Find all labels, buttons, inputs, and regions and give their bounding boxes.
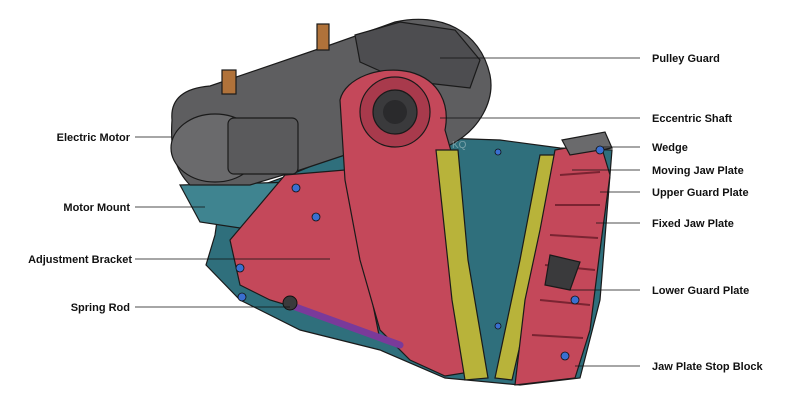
adjustment-bracket-body xyxy=(229,169,381,342)
label-moving-jaw-plate: Moving Jaw Plate xyxy=(652,165,744,177)
leader-lines xyxy=(135,57,640,367)
label-upper-guard-plate: Upper Guard Plate xyxy=(652,187,749,199)
label-electric-motor: Electric Motor xyxy=(57,132,131,144)
bolts xyxy=(235,145,605,361)
label-pulley-guard: Pulley Guard xyxy=(652,53,720,65)
label-fixed-jaw-plate: Fixed Jaw Plate xyxy=(652,218,734,230)
crusher-illustration: KQ xyxy=(170,18,613,386)
label-eccentric-shaft: Eccentric Shaft xyxy=(652,113,732,125)
label-jaw-plate-stop-block: Jaw Plate Stop Block xyxy=(652,361,764,373)
moving-jaw-plate xyxy=(435,149,489,381)
label-motor-mount: Motor Mount xyxy=(63,202,130,214)
moving-jaw xyxy=(339,69,471,377)
label-adjustment-bracket: Adjustment Bracket xyxy=(28,254,132,266)
lifting-lug xyxy=(221,69,237,95)
spring-rod xyxy=(286,301,404,349)
motor-body xyxy=(227,117,299,175)
lifting-lug xyxy=(316,23,330,51)
labels: Pulley Guard Eccentric Shaft Electric Mo… xyxy=(28,53,763,373)
watermark: KQ xyxy=(452,140,467,151)
label-wedge: Wedge xyxy=(652,142,688,154)
spring-rod-pivot xyxy=(282,295,298,311)
label-spring-rod: Spring Rod xyxy=(71,302,130,314)
label-lower-guard-plate: Lower Guard Plate xyxy=(652,285,749,297)
eccentric-shaft-core xyxy=(383,100,407,124)
